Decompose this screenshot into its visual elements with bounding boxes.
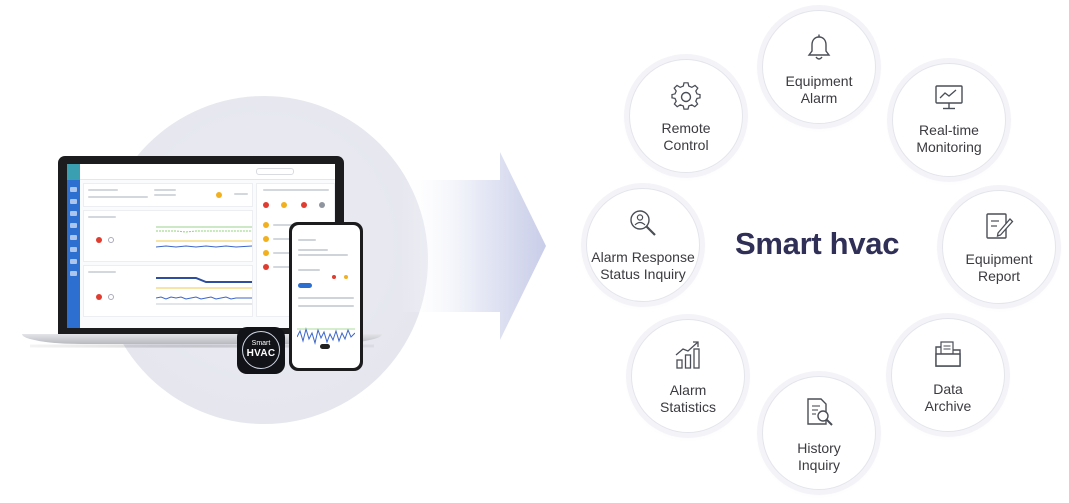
- feature-label-line1: Remote: [661, 120, 711, 136]
- feature-equipment-report: Equipment Report: [942, 190, 1056, 304]
- feature-label-line2: Statistics: [659, 399, 716, 415]
- feature-label-line1: Alarm: [669, 382, 707, 398]
- magnifier-person-icon: [630, 210, 656, 236]
- smart-hvac-app-icon: Smart HVAC: [237, 327, 285, 374]
- feature-history-inquiry: History Inquiry: [762, 376, 876, 490]
- feature-data-archive: Data Archive: [891, 318, 1005, 432]
- badge-label-smart: Smart: [251, 340, 271, 347]
- document-search-icon: [807, 398, 833, 426]
- arrow-right-icon: [400, 152, 546, 340]
- feature-alarm-statistics: Alarm Statistics: [631, 319, 745, 433]
- feature-label-line2: Report: [977, 268, 1021, 284]
- feature-label-line2: Control: [663, 137, 709, 153]
- unit-panel: [83, 210, 253, 262]
- feature-label-line2: Alarm: [800, 90, 838, 106]
- laptop-shadow: [30, 344, 374, 348]
- unit-panel: [83, 265, 253, 317]
- feature-label-line2: Inquiry: [797, 457, 841, 473]
- feature-label-line1: Equipment: [965, 251, 1033, 267]
- dashboard-topbar: [80, 164, 335, 180]
- folder-icon: [935, 341, 961, 367]
- bell-icon: [807, 34, 831, 60]
- report-edit-icon: [986, 213, 1014, 239]
- dashboard-search-input: [256, 168, 294, 175]
- unit-trend-chart: [156, 226, 252, 248]
- feature-label-line1: Real-time: [919, 122, 979, 138]
- feature-alarm-response-status-inquiry: Alarm Response Status Inquiry: [586, 188, 700, 302]
- laptop-base: [22, 334, 382, 344]
- badge-label-hvac: HVAC: [246, 348, 276, 359]
- summary-panel: [83, 183, 253, 207]
- feature-label-line1: Data: [933, 381, 963, 397]
- feature-real-time-monitoring: Real-time Monitoring: [892, 63, 1006, 177]
- phone-trend-chart: [297, 327, 355, 345]
- center-title: Smart hvac: [735, 226, 900, 261]
- feature-label-line1: Equipment: [785, 73, 853, 89]
- monitor-icon: [935, 85, 963, 110]
- bar-chart-icon: [675, 341, 700, 369]
- phone-mockup: [289, 222, 363, 371]
- feature-label-line1: Alarm Response: [591, 249, 695, 265]
- feature-label-line1: History: [797, 440, 841, 456]
- unit-trend-chart: [156, 277, 252, 305]
- feature-label-line2: Archive: [924, 398, 972, 414]
- phone-app-screen: [292, 225, 360, 368]
- feature-equipment-alarm: Equipment Alarm: [762, 10, 876, 124]
- feature-label-line2: Status Inquiry: [600, 266, 686, 282]
- gear-icon: [671, 82, 701, 110]
- dashboard-sidebar: [67, 164, 80, 328]
- feature-remote-control: Remote Control: [629, 59, 743, 173]
- feature-label-line2: Monitoring: [916, 139, 982, 155]
